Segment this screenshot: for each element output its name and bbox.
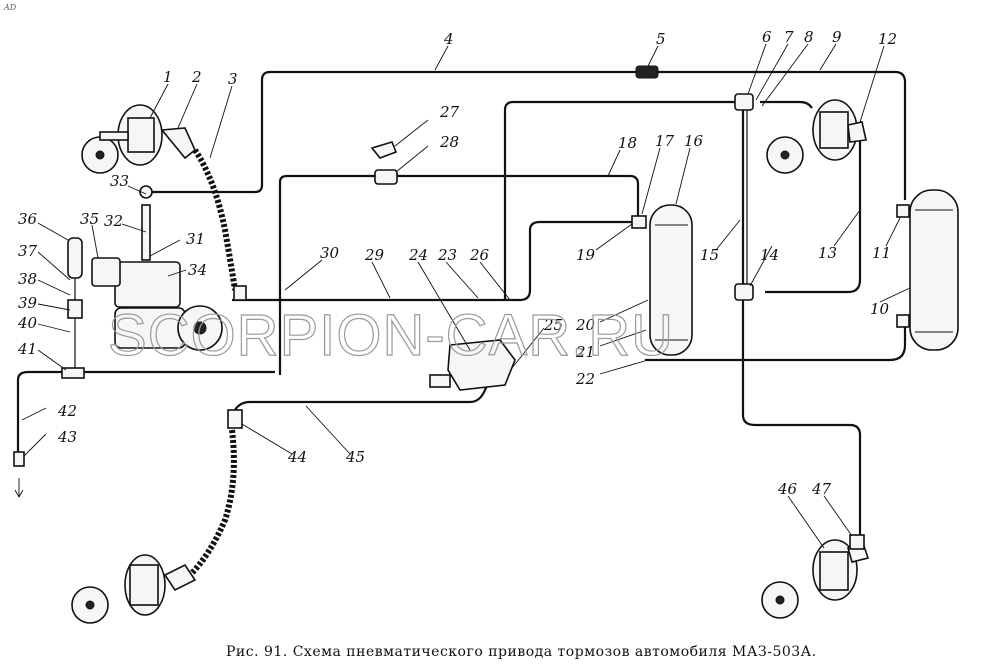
- pipe-9: [760, 100, 813, 109]
- brake-valve: [429, 339, 516, 391]
- pipe-41: [16, 370, 275, 381]
- compressor-assembly: [67, 185, 223, 372]
- pipe-13: [765, 128, 862, 294]
- callout-label: 24: [408, 246, 428, 264]
- callout-label: 37: [18, 242, 38, 260]
- callout-label: 33: [110, 172, 129, 190]
- callout-label: 26: [469, 246, 490, 264]
- callout-label: 22: [575, 370, 595, 388]
- pipe-45: [234, 359, 501, 411]
- corner-mark: AD: [3, 3, 17, 12]
- callout-label: 7: [784, 28, 794, 46]
- callout-label: 14: [760, 246, 779, 264]
- callout-label: 5: [656, 30, 666, 48]
- callout-label: 29: [364, 246, 385, 264]
- callout-label: 12: [878, 30, 897, 48]
- callout-label: 11: [872, 244, 891, 262]
- callout-label: 47: [811, 480, 832, 498]
- hose-3: [192, 148, 238, 291]
- brake-chamber-rear-left: [71, 554, 197, 624]
- callout-label: 35: [80, 210, 99, 228]
- fittings: [13, 65, 910, 550]
- pipe-rear: [741, 300, 862, 540]
- air-receiver-10: [909, 189, 959, 351]
- callout-label: 40: [17, 314, 38, 332]
- callout-label: 8: [804, 28, 814, 46]
- callout-label: 17: [655, 132, 675, 150]
- callout-label: 9: [832, 28, 842, 46]
- brake-chamber-front-right: [766, 99, 867, 174]
- callout-label: 36: [18, 210, 38, 228]
- callout-label: 21: [575, 343, 595, 361]
- callout-label: 10: [870, 300, 890, 318]
- callout-label: 34: [188, 261, 207, 279]
- callout-label: 18: [618, 134, 637, 152]
- callout-label: 13: [818, 244, 837, 262]
- callout-label: 16: [684, 132, 704, 150]
- callout-label: 38: [18, 270, 37, 288]
- pipe-22: [645, 320, 907, 362]
- pipe-29: [232, 220, 640, 302]
- callout-label: 27: [439, 103, 460, 121]
- callout-label: 25: [543, 316, 563, 334]
- callout-label: 31: [186, 230, 205, 248]
- watermark: SCORPION-CAR.RU: [108, 303, 674, 368]
- brake-chamber-rear-right: [761, 538, 870, 619]
- callout-label: 20: [575, 316, 596, 334]
- air-receiver-16: [649, 204, 693, 356]
- callout-label: 6: [762, 28, 772, 46]
- callout-label: 44: [287, 448, 307, 466]
- callout-label: 46: [777, 480, 798, 498]
- callout-label: 19: [576, 246, 596, 264]
- callout-label: 23: [437, 246, 457, 264]
- pipe-4: [150, 70, 907, 200]
- hose-44: [187, 429, 237, 578]
- callout-label: 1: [163, 68, 173, 86]
- pipe-network: [16, 70, 907, 540]
- callout-label: 30: [320, 244, 340, 262]
- callout-label: 28: [439, 133, 459, 151]
- callout-label: 42: [57, 402, 77, 420]
- callout-label: 43: [57, 428, 77, 446]
- callout-label: 41: [17, 340, 37, 358]
- down-arrow-icon: [14, 478, 24, 498]
- callout-label: 3: [228, 70, 238, 88]
- callouts: 1 2 3 4 5 6 7 8 9 12 27 28 18 17 16 33 3…: [17, 28, 911, 549]
- brake-chamber-front-left: [81, 104, 196, 174]
- callout-label: 2: [191, 68, 202, 86]
- callout-label: 15: [700, 246, 719, 264]
- figure-caption: Рис. 91. Схема пневматического привода т…: [226, 644, 817, 660]
- callout-label: 39: [18, 294, 38, 312]
- callout-label: 45: [345, 448, 365, 466]
- callout-label: 32: [104, 212, 123, 230]
- callout-label: 4: [443, 30, 454, 48]
- pipe-to-tee: [503, 100, 740, 300]
